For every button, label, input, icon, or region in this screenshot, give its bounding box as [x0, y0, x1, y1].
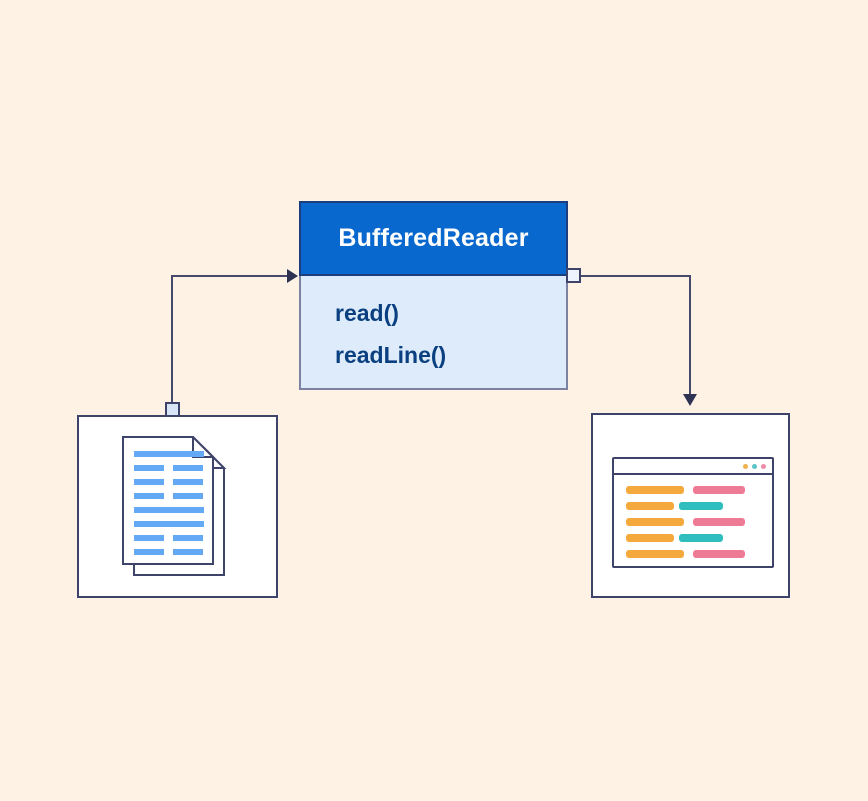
class-methods-section: read() readLine() [299, 276, 568, 390]
arrow-output-horizontal-line [580, 275, 690, 277]
output-node [591, 413, 790, 598]
browser-window-icon [612, 457, 774, 568]
code-line [626, 550, 772, 558]
browser-code-area [614, 475, 772, 558]
window-dot-teal-icon [752, 463, 757, 469]
arrow-input-vertical-line [171, 276, 173, 403]
arrow-input-horizontal-line [171, 275, 287, 277]
arrowhead-down-icon [683, 394, 697, 406]
class-title: BufferedReader [299, 201, 568, 276]
document-icon [122, 436, 227, 576]
arrowhead-right-icon [287, 269, 298, 283]
input-file-node [77, 415, 278, 598]
connector-square-input-node [165, 402, 180, 417]
code-line [626, 534, 772, 542]
code-line [626, 502, 772, 510]
method-readline: readLine() [335, 342, 447, 368]
browser-title-bar [614, 459, 772, 475]
window-dot-orange-icon [743, 463, 748, 469]
connector-square-classbox [566, 268, 581, 283]
method-read: read() [335, 300, 399, 326]
code-line [626, 486, 772, 494]
class-box-bufferedreader: BufferedReader read() readLine() [299, 201, 568, 390]
code-line [626, 518, 772, 526]
window-dot-pink-icon [761, 463, 766, 469]
arrow-output-vertical-line [689, 275, 691, 395]
